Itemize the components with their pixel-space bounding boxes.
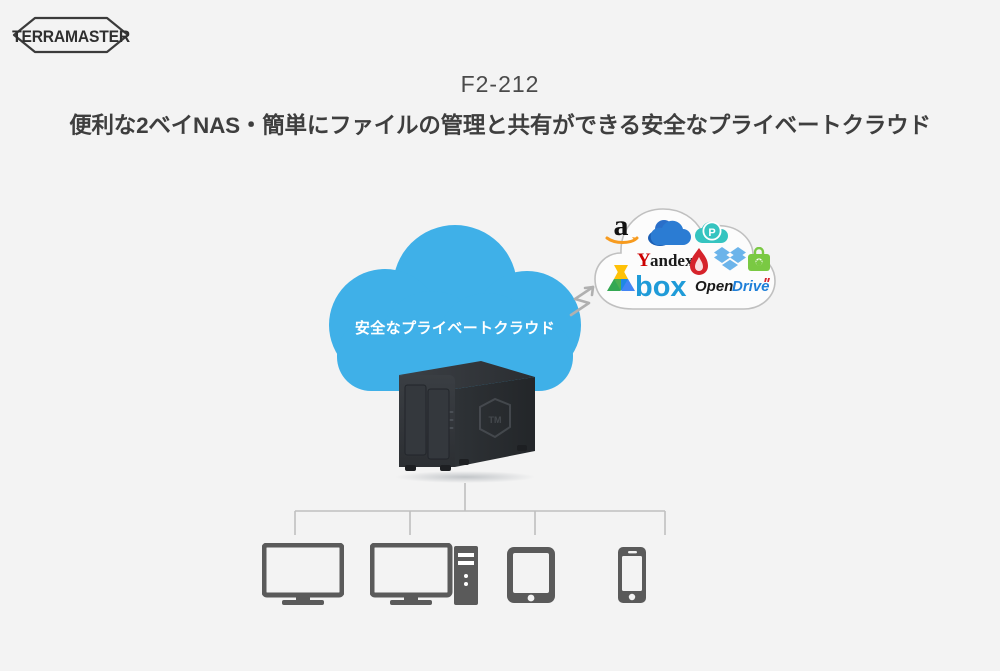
amazon-icon: a xyxy=(605,211,645,245)
yandex-icon: Y andex xyxy=(635,249,693,271)
yandex-label-rest: andex xyxy=(650,251,693,270)
terramaster-logo-text: TERRAMASTER xyxy=(12,27,130,46)
client-devices-row xyxy=(250,543,690,623)
monitor-icon xyxy=(262,543,344,605)
nas-device: TM xyxy=(385,355,541,483)
network-tree-lines xyxy=(280,483,680,543)
private-cloud-shape xyxy=(327,225,583,400)
pcloud-icon: P xyxy=(695,216,729,248)
opendrive-label-drive: Drive xyxy=(732,278,770,295)
box-icon: box xyxy=(635,271,699,301)
dropbox-icon xyxy=(713,245,747,275)
page-title-model: F2-212 xyxy=(460,71,540,97)
terramaster-logo: TERRAMASTER xyxy=(11,14,131,56)
google-drive-icon xyxy=(601,263,641,297)
diagram-scene: 安全なプライベートクラウド a xyxy=(0,165,1000,671)
zigzag-sync-connector-icon xyxy=(563,275,615,323)
svg-text:a: a xyxy=(614,211,629,242)
red-flame-icon xyxy=(687,247,711,277)
svg-text:TM: TM xyxy=(489,415,502,425)
smartphone-icon xyxy=(612,545,652,605)
onedrive-icon xyxy=(647,219,691,247)
page-tagline: 便利な2ベイNAS・簡単にファイルの管理と共有ができる安全なプライベートクラウド xyxy=(69,113,931,138)
opendrive-icon: Open Drive xyxy=(695,275,771,297)
svg-text:P: P xyxy=(708,227,715,239)
tablet-icon xyxy=(505,545,557,605)
green-briefcase-icon xyxy=(747,247,771,273)
yandex-label-y: Y xyxy=(637,250,651,271)
terramaster-hexagon-emboss: TM xyxy=(479,397,511,439)
opendrive-label-open: Open xyxy=(695,278,733,295)
cloud-services-group: a P xyxy=(589,191,779,319)
monitor-tower-icon xyxy=(370,543,480,605)
box-label: box xyxy=(635,271,687,301)
